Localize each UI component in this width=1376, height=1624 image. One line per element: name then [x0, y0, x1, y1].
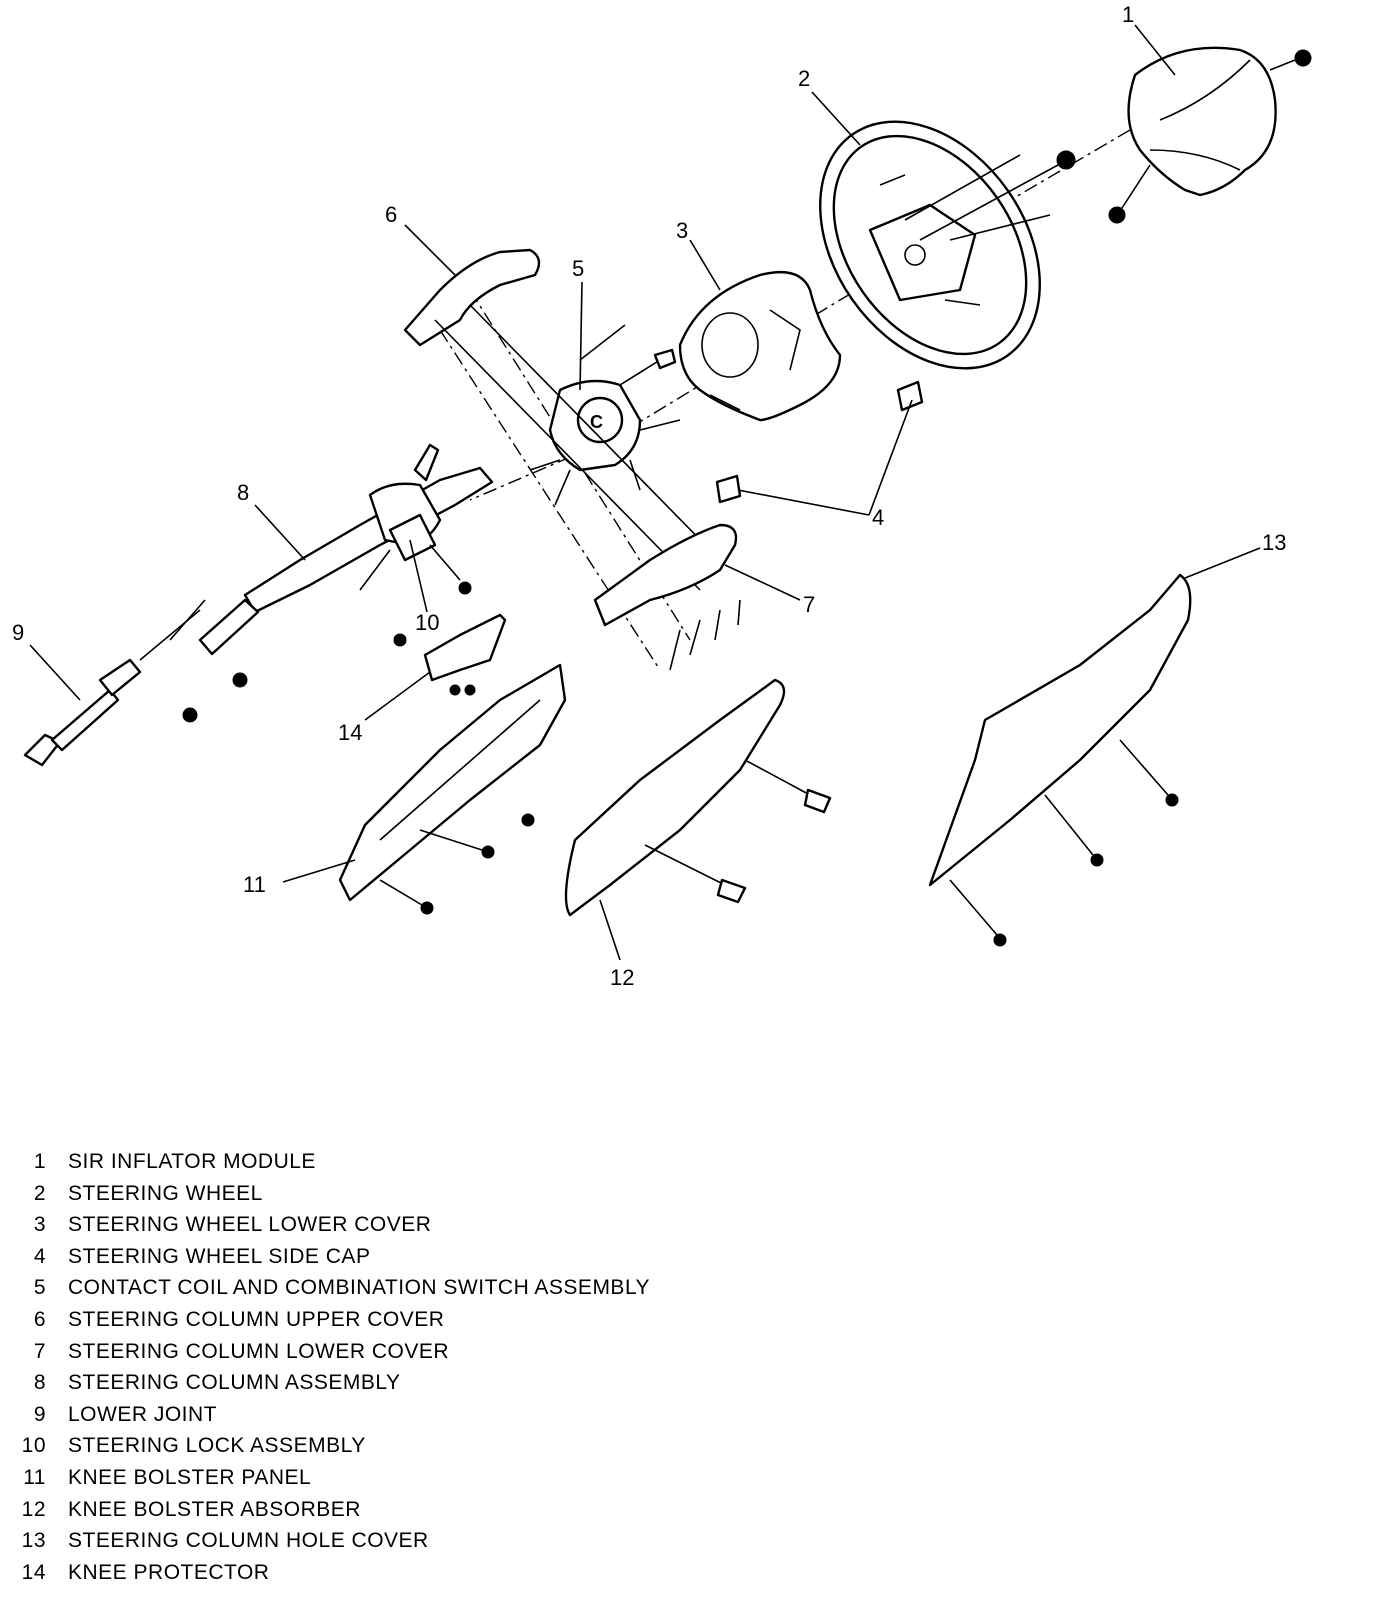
- callout-9: 9: [12, 620, 24, 645]
- legend-item: 5 CONTACT COIL AND COMBINATION SWITCH ASS…: [20, 1276, 780, 1308]
- callout-12: 12: [610, 965, 634, 990]
- lower-joint: [23, 609, 201, 767]
- legend-label: CONTACT COIL AND COMBINATION SWITCH ASSE…: [68, 1276, 651, 1300]
- steering-column-lower-cover: [593, 523, 741, 671]
- legend-label: KNEE BOLSTER PANEL: [68, 1465, 312, 1489]
- callout-14: 14: [338, 720, 362, 745]
- svg-text:C: C: [590, 412, 603, 432]
- legend-label: STEERING COLUMN LOWER COVER: [68, 1339, 450, 1363]
- legend-number: 10: [21, 1434, 46, 1458]
- legend-item: 6 STEERING COLUMN UPPER COVER: [20, 1308, 780, 1340]
- legend-label: KNEE BOLSTER ABSORBER: [68, 1497, 361, 1521]
- legend-label: STEERING COLUMN HOLE COVER: [68, 1529, 429, 1553]
- legend-label: STEERING COLUMN ASSEMBLY: [68, 1371, 401, 1395]
- legend-label: LOWER JOINT: [68, 1402, 218, 1426]
- knee-bolster-panel: [338, 663, 567, 915]
- callout-3: 3: [676, 218, 688, 243]
- contact-coil-switch: C: [529, 324, 681, 506]
- legend-number: 5: [33, 1276, 46, 1300]
- legend-item: 9 LOWER JOINT: [20, 1403, 780, 1435]
- legend-number: 14: [21, 1560, 46, 1584]
- legend-label: STEERING WHEEL LOWER COVER: [68, 1213, 432, 1237]
- legend-number: 6: [33, 1307, 46, 1331]
- callout-2: 2: [798, 66, 810, 91]
- legend-item: 11 KNEE BOLSTER PANEL: [20, 1466, 780, 1498]
- steering-wheel-side-cap: [715, 380, 924, 504]
- callout-13: 13: [1262, 530, 1286, 555]
- legend-number: 9: [33, 1402, 46, 1426]
- callout-6: 6: [385, 202, 397, 227]
- callout-10: 10: [415, 610, 439, 635]
- legend-item: 8 STEERING COLUMN ASSEMBLY: [20, 1371, 780, 1403]
- legend-number: 4: [33, 1244, 46, 1268]
- knee-protector: [423, 613, 507, 696]
- legend-item: 1 SIR INFLATOR MODULE: [20, 1150, 780, 1182]
- callout-7: 7: [803, 592, 815, 617]
- steering-column-assembly: [169, 443, 494, 723]
- steering-column-upper-cover: [403, 248, 721, 591]
- legend-number: 2: [33, 1181, 46, 1205]
- legend-number: 13: [21, 1529, 46, 1553]
- legend-item: 4 STEERING WHEEL SIDE CAP: [20, 1245, 780, 1277]
- legend-number: 12: [21, 1497, 46, 1521]
- legend-item: 14 KNEE PROTECTOR: [20, 1561, 780, 1593]
- legend-number: 11: [23, 1465, 46, 1489]
- exploded-diagram: C: [12, 2, 1312, 990]
- callout-5: 5: [572, 256, 584, 281]
- legend-label: SIR INFLATOR MODULE: [68, 1150, 316, 1173]
- legend-item: 10 STEERING LOCK ASSEMBLY: [20, 1434, 780, 1466]
- legend-item: 3 STEERING WHEEL LOWER COVER: [20, 1213, 780, 1245]
- callout-1: 1: [1122, 2, 1134, 27]
- steering-column-hole-cover: [928, 573, 1192, 947]
- legend-item: 2 STEERING WHEEL: [20, 1182, 780, 1214]
- callout-4: 4: [872, 505, 884, 530]
- steering-wheel: [819, 120, 1076, 370]
- legend-number: 3: [33, 1213, 46, 1237]
- legend-item: 13 STEERING COLUMN HOLE COVER: [20, 1529, 780, 1561]
- legend-label: STEERING WHEEL SIDE CAP: [68, 1244, 371, 1268]
- legend-item: 12 KNEE BOLSTER ABSORBER: [20, 1498, 780, 1530]
- steering-wheel-lower-cover: [678, 270, 842, 422]
- sir-inflator-module: [1108, 46, 1312, 224]
- legend-label: STEERING WHEEL: [68, 1181, 263, 1205]
- legend-number: 7: [33, 1339, 46, 1363]
- steering-lock-assembly: [388, 513, 472, 647]
- legend-label: STEERING LOCK ASSEMBLY: [68, 1434, 366, 1458]
- callout-8: 8: [237, 480, 249, 505]
- legend-label: KNEE PROTECTOR: [68, 1560, 270, 1584]
- legend-label: STEERING COLUMN UPPER COVER: [68, 1307, 445, 1331]
- legend-number: 1: [33, 1150, 46, 1173]
- callout-11: 11: [243, 872, 266, 897]
- legend-number: 8: [33, 1371, 46, 1395]
- legend-item: 7 STEERING COLUMN LOWER COVER: [20, 1340, 780, 1372]
- knee-bolster-absorber: [564, 678, 832, 917]
